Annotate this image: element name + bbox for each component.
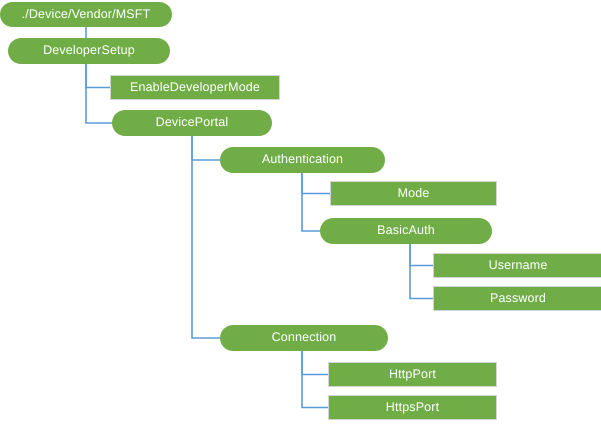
- tree-node-password[interactable]: Password: [433, 286, 601, 311]
- tree-node-enabledevelopermode[interactable]: EnableDeveloperMode: [110, 75, 280, 100]
- tree-node-developersetup[interactable]: DeveloperSetup: [8, 38, 170, 64]
- tree-node-authentication[interactable]: Authentication: [220, 147, 385, 173]
- tree-node-deviceportal[interactable]: DevicePortal: [112, 110, 272, 136]
- connector-authentication-to-basicauth: [301, 172, 321, 232]
- tree-node-label-deviceportal: DevicePortal: [155, 115, 229, 130]
- tree-node-basicauth[interactable]: BasicAuth: [320, 218, 492, 244]
- tree-node-httpsport[interactable]: HttpsPort: [328, 395, 497, 420]
- tree-node-label-authentication: Authentication: [261, 152, 344, 167]
- connector-deviceportal-to-connection: [191, 135, 221, 339]
- connector-developersetup-to-deviceportal: [85, 63, 113, 124]
- tree-node-connection[interactable]: Connection: [220, 325, 388, 351]
- tree-node-label-mode: Mode: [397, 185, 430, 200]
- tree-node-root[interactable]: ./Device/Vendor/MSFT: [0, 2, 172, 27]
- connector-deviceportal-to-authentication: [191, 135, 221, 161]
- tree-node-label-basicauth: BasicAuth: [377, 223, 435, 238]
- tree-node-label-httpport: HttpPort: [388, 366, 437, 381]
- connector-basicauth-to-password: [409, 243, 434, 300]
- connector-authentication-to-mode: [301, 172, 331, 195]
- connector-connection-to-httpport: [301, 350, 329, 376]
- tree-node-username[interactable]: Username: [433, 253, 601, 278]
- tree-node-label-username: Username: [488, 257, 548, 272]
- tree-node-label-connection: Connection: [271, 330, 337, 345]
- connector-basicauth-to-username: [409, 243, 434, 267]
- tree-node-label-root: ./Device/Vendor/MSFT: [21, 6, 151, 21]
- connector-connection-to-httpsport: [301, 350, 329, 409]
- tree-node-label-password: Password: [489, 290, 547, 305]
- tree-node-label-enabledevelopermode: EnableDeveloperMode: [129, 79, 261, 94]
- tree-node-httpport[interactable]: HttpPort: [328, 362, 497, 387]
- tree-node-mode[interactable]: Mode: [330, 181, 497, 206]
- tree-node-label-developersetup: DeveloperSetup: [43, 43, 135, 58]
- tree-node-label-httpsport: HttpsPort: [385, 399, 440, 414]
- connector-developersetup-to-enabledevelopermode: [85, 63, 111, 89]
